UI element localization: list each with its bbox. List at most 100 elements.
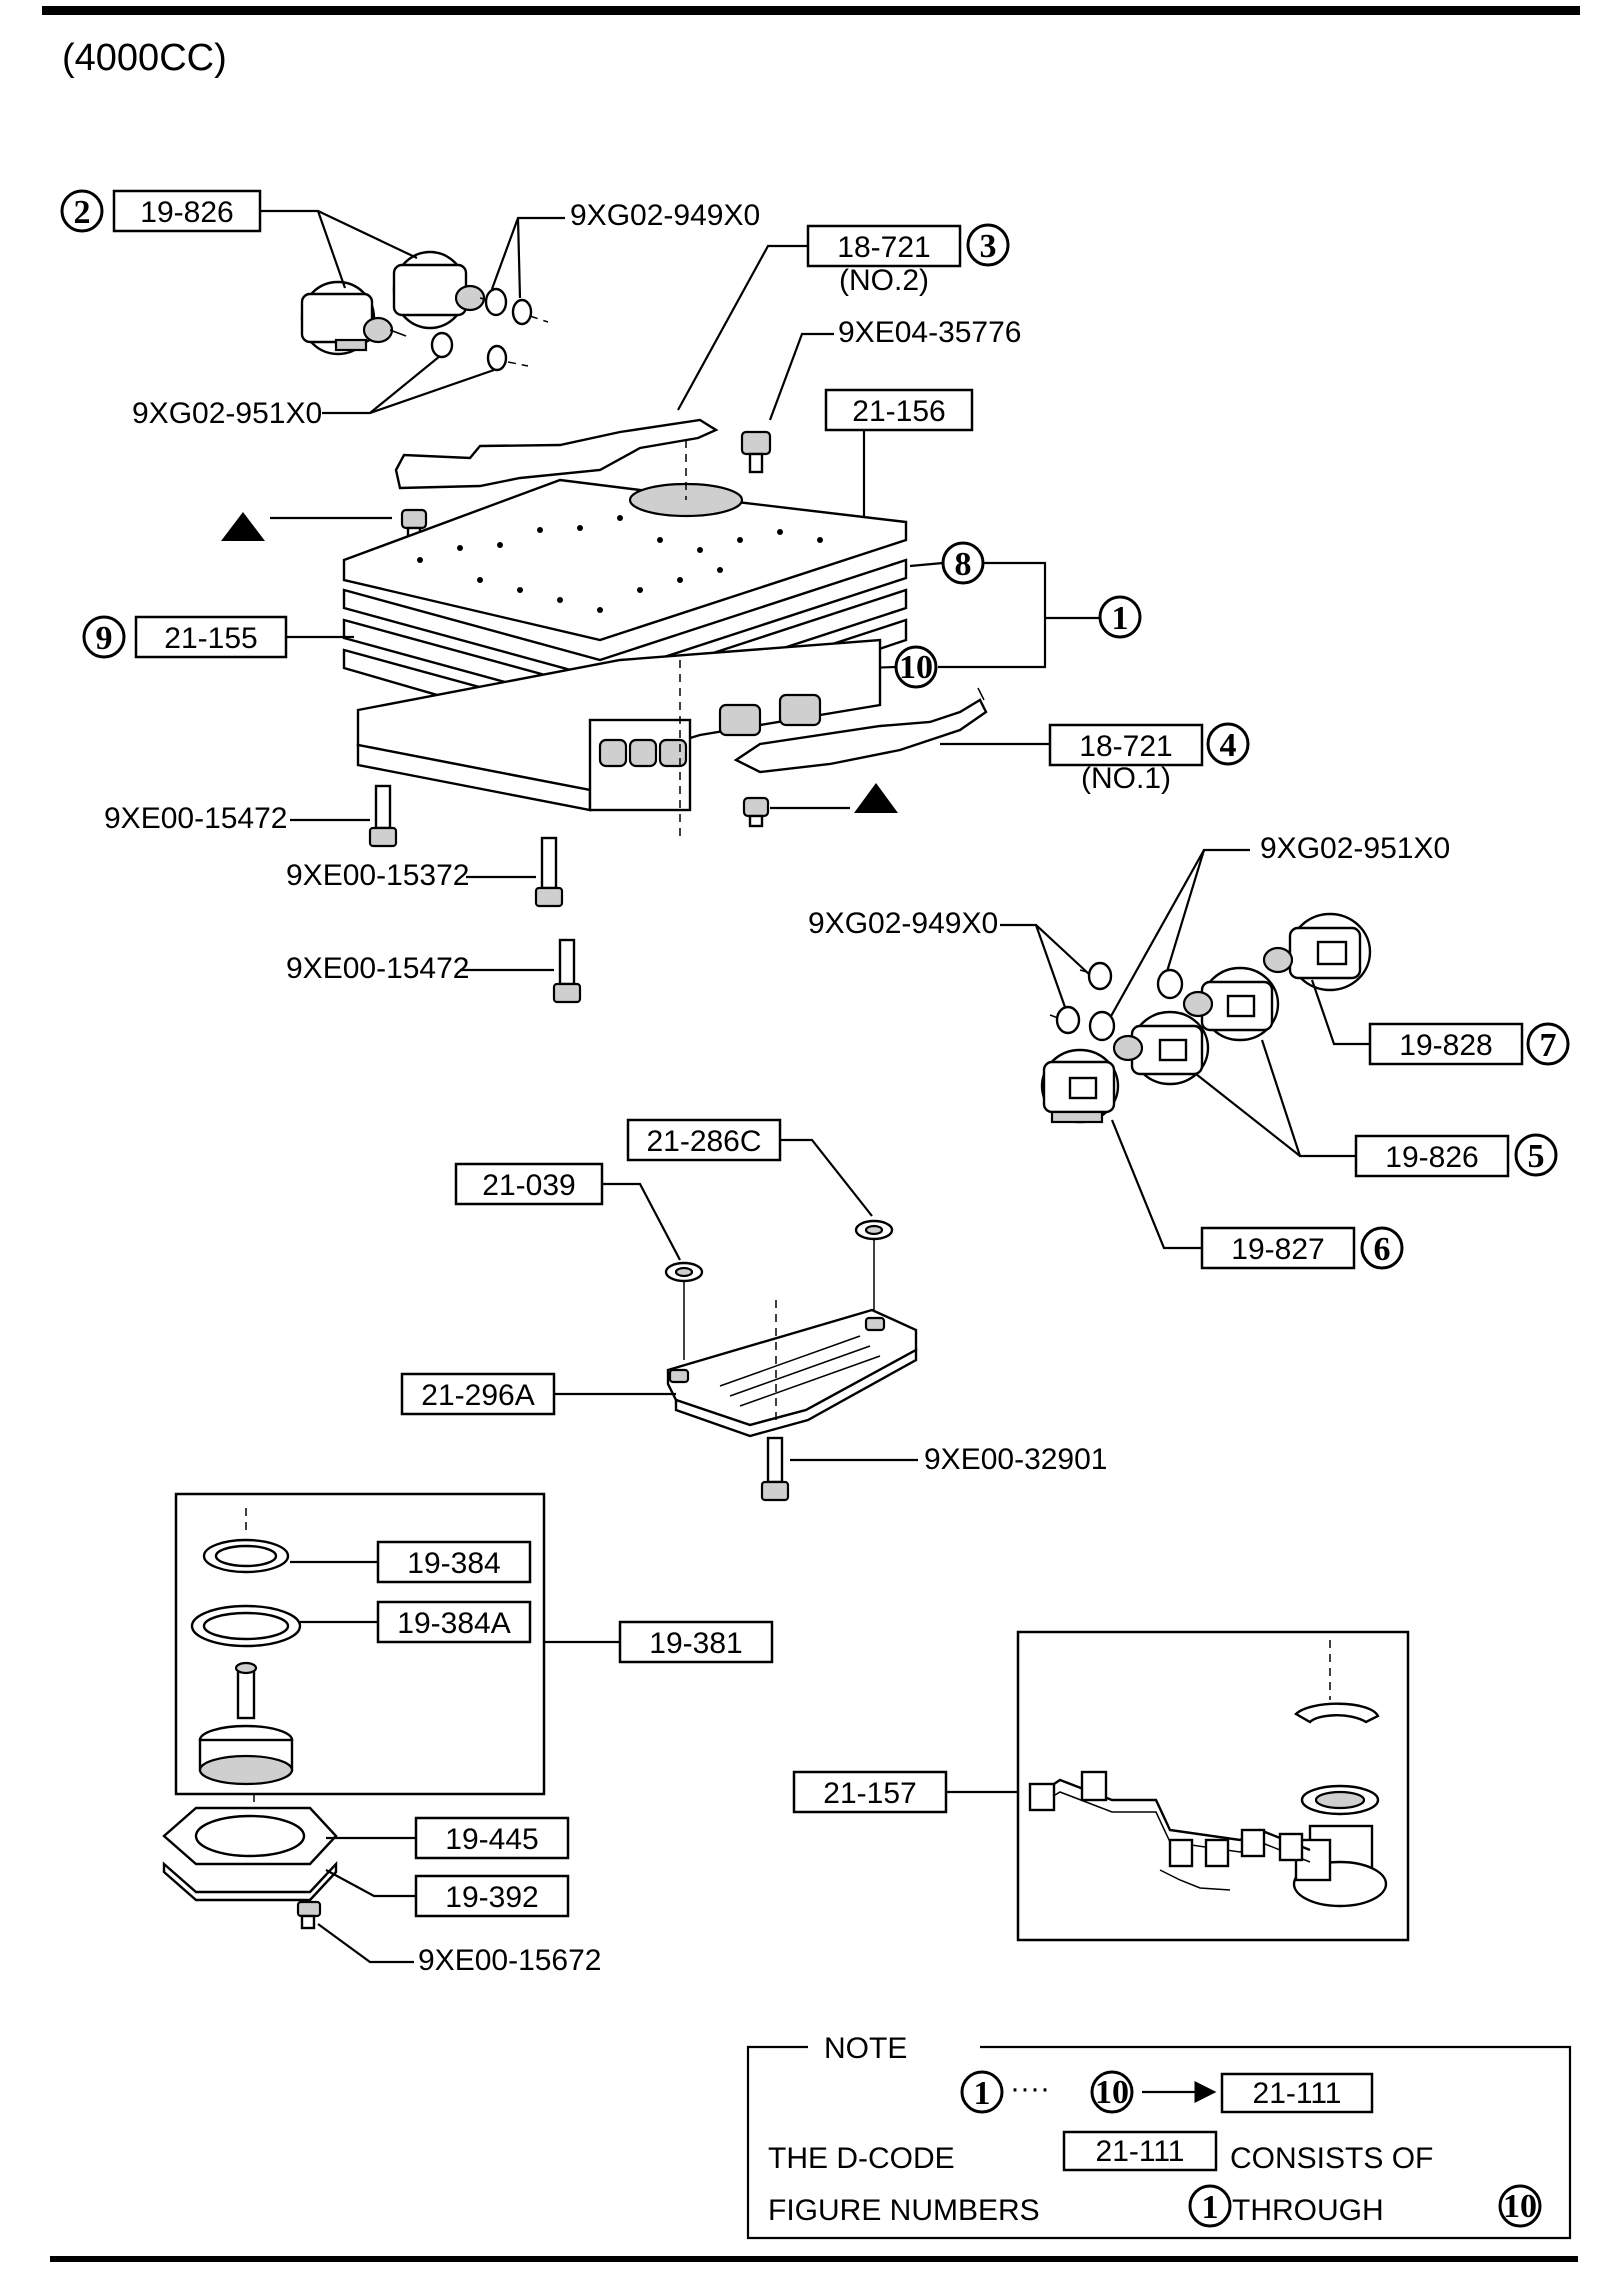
part-label-19-826-top: 19-826 (140, 196, 233, 229)
part-box-21-156 (824, 388, 974, 432)
callout-3 (966, 223, 1010, 267)
note-callout-10-number: 10 (1095, 2074, 1129, 2111)
note-line1-code-box (1062, 2130, 1218, 2172)
accumulator-parts (190, 1508, 302, 1786)
note-line2-callout-10 (1498, 2184, 1542, 2228)
part-box-19-827 (1200, 1226, 1356, 1270)
callout-4 (1206, 722, 1250, 766)
note-line2-callout-1 (1188, 2184, 1232, 2228)
part-label-9xe04-35776: 9XE04-35776 (838, 316, 1022, 349)
triangle-marker-right (854, 783, 898, 813)
part-label-21-039: 21-039 (482, 1169, 575, 1202)
part-box-18-721-no2 (806, 224, 962, 268)
part-label-9xe00-15472-b: 9XE00-15472 (286, 952, 470, 985)
wire-harness-21-157 (1028, 1640, 1388, 1908)
harness-detail-box (1016, 1630, 1410, 1942)
part-label-21-156: 21-156 (852, 395, 945, 428)
part-label-21-157: 21-157 (823, 1777, 916, 1810)
callout-5-number: 5 (1528, 1138, 1545, 1175)
bolt-15472-a (368, 784, 398, 848)
accumulator-cover (162, 1794, 338, 1930)
callout-2 (60, 189, 104, 233)
accumulator-detail-box (174, 1492, 546, 1796)
solenoid-pair-top (300, 250, 497, 356)
part-label-9xe00-15672: 9XE00-15672 (418, 1944, 602, 1977)
part-label-19-384a: 19-384A (397, 1607, 510, 1640)
callout-8-number: 8 (955, 546, 972, 583)
note-box: NOTE 1 ···· 10 21-111 THE D-CODE 21-111 … (746, 2032, 1572, 2240)
part-label-19-384: 19-384 (407, 1547, 500, 1580)
note-callout-10 (1090, 2070, 1134, 2114)
note-callout-1 (960, 2070, 1004, 2114)
note-no2: (NO.2) (839, 264, 929, 297)
callout-7 (1526, 1022, 1570, 1066)
washers-top (430, 287, 549, 372)
callout-9 (82, 615, 126, 659)
triangle-marker-left (221, 512, 265, 541)
part-label-9xe00-32901: 9XE00-32901 (924, 1443, 1108, 1476)
part-label-18-721-no1: 18-721 (1079, 730, 1172, 763)
part-label-9xg02-951x0-top: 9XG02-951X0 (132, 397, 322, 430)
callout-3-number: 3 (980, 228, 997, 265)
callout-2-number: 2 (74, 194, 91, 231)
note-line1-post: CONSISTS OF (1230, 2142, 1433, 2175)
note-line2-callout-1-number: 1 (1202, 2189, 1219, 2226)
part-box-19-828 (1368, 1022, 1524, 1066)
washers-mid (1049, 961, 1184, 1042)
callout-9-number: 9 (96, 620, 113, 657)
screw-35776 (740, 430, 772, 474)
callout-1 (1098, 595, 1142, 639)
part-label-18-721-no2: 18-721 (837, 231, 930, 264)
bolt-15372 (534, 836, 564, 908)
callout-7-number: 7 (1540, 1027, 1557, 1064)
part-box-19-445 (414, 1816, 570, 1860)
part-label-9xg02-951x0-mid: 9XG02-951X0 (1260, 832, 1450, 865)
top-rule (42, 6, 1580, 15)
page-heading: (4000CC) (62, 37, 227, 79)
callout-6 (1360, 1226, 1404, 1270)
solenoid-19-828 (1262, 912, 1372, 992)
note-line2-mid: THROUGH (1232, 2194, 1384, 2227)
part-label-19-392: 19-392 (445, 1881, 538, 1914)
seals-filter (664, 1219, 894, 1360)
part-box-19-392 (414, 1874, 570, 1918)
callout-4-number: 4 (1220, 727, 1237, 764)
part-box-21-296a (400, 1372, 556, 1416)
note-line1-code: 21-111 (1096, 2135, 1185, 2168)
callout-1-number: 1 (1112, 600, 1129, 637)
part-box-19-384a (376, 1600, 532, 1644)
part-label-19-381: 19-381 (649, 1627, 742, 1660)
part-label-9xe00-15472-a: 9XE00-15472 (104, 802, 288, 835)
bolt-15472-b (552, 938, 582, 1004)
part-label-19-445: 19-445 (445, 1823, 538, 1856)
part-box-21-155 (134, 615, 288, 659)
callout-5 (1514, 1133, 1558, 1177)
bottom-rule (50, 2256, 1578, 2262)
plate-18-721-no2 (394, 418, 719, 490)
callout-10-number: 10 (899, 649, 933, 686)
bolt-32901 (760, 1436, 790, 1502)
note-dots: ···· (1010, 2072, 1050, 2105)
solenoid-19-826-mid-a (1182, 966, 1280, 1042)
part-box-21-286c (626, 1118, 782, 1162)
solenoid-19-826-mid-b (1112, 1010, 1210, 1086)
part-box-19-826-top (112, 189, 262, 233)
plate-18-721-no1 (733, 687, 988, 774)
part-box-19-381 (618, 1620, 774, 1664)
note-code-box (1220, 2072, 1374, 2114)
valve-body (356, 638, 882, 840)
part-label-9xg02-949x0-mid: 9XG02-949X0 (808, 907, 998, 940)
part-label-21-286c: 21-286C (646, 1125, 761, 1158)
part-label-9xg02-949x0-top: 9XG02-949X0 (570, 199, 760, 232)
note-line2-pre: FIGURE NUMBERS (768, 2194, 1040, 2227)
filter-21-296a (666, 1300, 918, 1438)
note-code: 21-111 (1253, 2077, 1342, 2110)
part-label-21-296a: 21-296A (421, 1379, 534, 1412)
part-box-21-039 (454, 1162, 604, 1206)
screw-right (742, 796, 770, 828)
note-line1-pre: THE D-CODE (768, 2142, 955, 2175)
part-label-19-826-mid: 19-826 (1385, 1141, 1478, 1174)
note-title: NOTE (824, 2032, 907, 2065)
part-label-19-827: 19-827 (1231, 1233, 1324, 1266)
